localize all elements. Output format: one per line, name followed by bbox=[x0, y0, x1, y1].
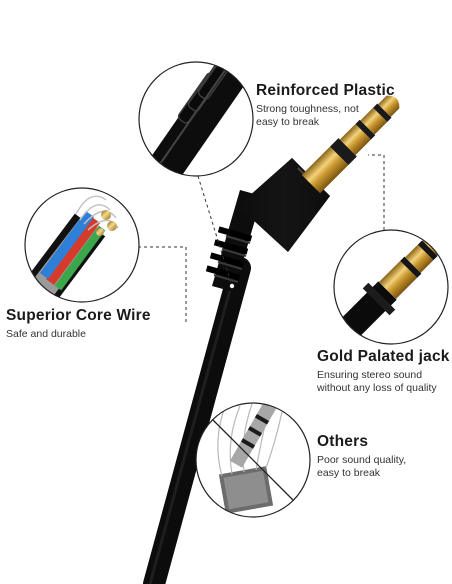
callout-lines bbox=[138, 154, 385, 325]
reinforced-plastic-title: Reinforced Plastic bbox=[256, 82, 395, 99]
callout-dot bbox=[363, 152, 369, 158]
others-label: Others Poor sound quality, easy to break bbox=[317, 433, 447, 479]
gold-jack-detail bbox=[333, 229, 449, 345]
core-wire-detail bbox=[24, 187, 140, 303]
main-cable bbox=[143, 257, 251, 584]
gold-jack-title: Gold Palated jack bbox=[317, 348, 450, 365]
reinforced-plastic-label: Reinforced Plastic Strong toughness, not… bbox=[256, 82, 446, 128]
no-sign-slash bbox=[212, 419, 294, 501]
others-desc: Poor sound quality, easy to break bbox=[317, 454, 407, 479]
others-detail bbox=[195, 402, 311, 518]
others-title: Others bbox=[317, 433, 369, 450]
callout-dot bbox=[229, 283, 235, 289]
core-wire-title: Superior Core Wire bbox=[6, 307, 151, 324]
gold-plug-tip bbox=[301, 95, 400, 194]
gold-jack-desc: Ensuring stereo sound without any loss o… bbox=[317, 369, 437, 394]
gold-jack-label: Gold Palated jack Ensuring stereo sound … bbox=[317, 348, 452, 394]
core-wire-label: Superior Core Wire Safe and durable bbox=[6, 307, 186, 341]
core-wire-desc: Safe and durable bbox=[6, 328, 86, 340]
reinforced-plastic-detail bbox=[138, 61, 254, 177]
reinforced-plastic-desc: Strong toughness, not easy to break bbox=[256, 103, 359, 128]
callout-dot bbox=[183, 322, 189, 328]
